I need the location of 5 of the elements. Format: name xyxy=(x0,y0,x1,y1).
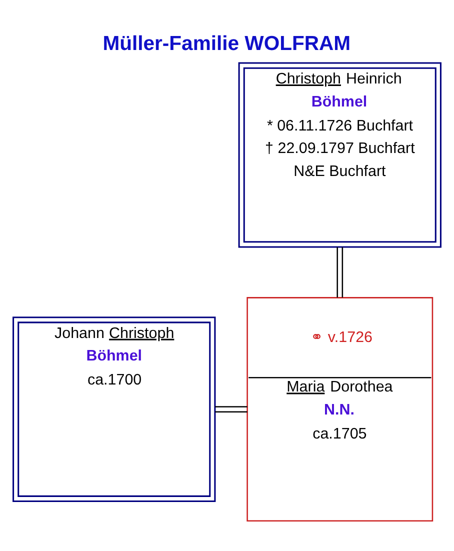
connector xyxy=(215,406,248,412)
diagram-title: Müller-Familie WOLFRAM xyxy=(102,33,351,56)
node-box: Christoph Heinrich Böhmel * 06.11.1726 Buchfart † 22.09.1797 Buchfart N&E Buchfart xyxy=(238,62,442,248)
connector xyxy=(336,247,344,298)
node-box: Johann Christoph Böhmel ca.1700 xyxy=(12,316,216,502)
